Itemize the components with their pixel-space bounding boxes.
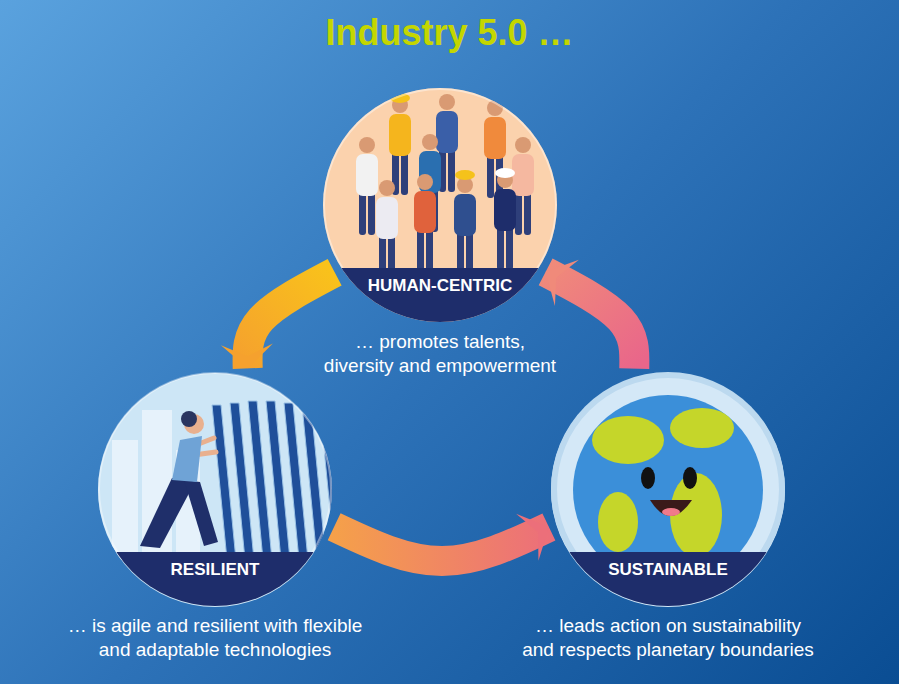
heading-band: RESILIENT [98,552,332,606]
circle-heading: SUSTAINABLE [593,560,743,580]
circle-description: … promotes talents, diversity and empowe… [280,330,600,378]
circle-frame: RESILIENT [98,372,332,606]
concept-circle: RESILIENT … is agile and resilient with f… [0,372,430,662]
circle-frame: HUMAN-CENTRIC [323,88,557,322]
workers-illustration [320,85,560,325]
earth-illustration [548,370,788,610]
circle-description: … leads action on sustainability and res… [468,614,868,662]
circle-frame: SUSTAINABLE [551,372,785,606]
cycle-arrow [334,514,549,561]
circle-description: … is agile and resilient with flexible a… [0,614,430,662]
concept-circle: HUMAN-CENTRIC … promotes talents, diversi… [280,88,600,378]
cycle-arrow [546,260,635,369]
arrow-head [516,514,549,561]
diagram-title: Industry 5.0 … [0,12,899,54]
cycle-arc [334,527,549,561]
heading-band: SUSTAINABLE [551,552,785,606]
circle-heading: RESILIENT [140,560,290,580]
circle-heading: HUMAN-CENTRIC [365,276,515,296]
concept-circle: SUSTAINABLE … leads action on sustainabil… [468,372,868,662]
heading-band: HUMAN-CENTRIC [323,268,557,322]
arrow-head [221,343,273,368]
cycle-arc [546,272,635,369]
cycle-arrow [221,272,335,368]
resilience-illustration [95,370,344,610]
